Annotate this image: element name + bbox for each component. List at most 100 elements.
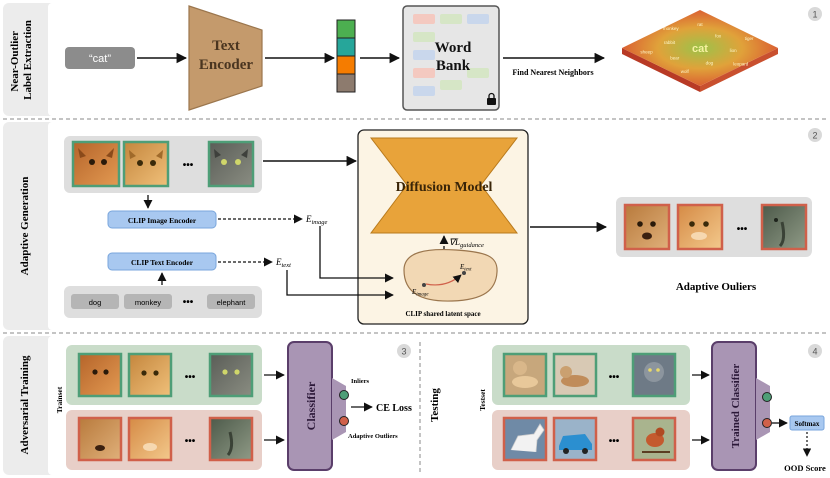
- test-inlier-image-2: [552, 352, 598, 398]
- text-encoder-shape: [188, 5, 263, 111]
- classifier-label: Classifier: [304, 381, 318, 430]
- cat-image-3: [207, 140, 255, 188]
- latent-guidance-arrow: [425, 274, 462, 286]
- e-image-label: Eimage: [305, 214, 328, 226]
- test-outlier-ellipsis: •••: [609, 436, 620, 447]
- word-bank-label-line2: Bank: [436, 58, 471, 74]
- adaptive-outliers-label: Adaptive Outliers: [348, 433, 398, 440]
- word-bank: Word Bank: [402, 5, 500, 111]
- ce-loss-label: CE Loss: [376, 403, 412, 414]
- guidance-label: ∇Lguidance: [449, 237, 484, 249]
- input-cat-box: [65, 47, 135, 69]
- trainset-label: Trainset: [55, 386, 64, 413]
- cat-image-1: [71, 140, 121, 188]
- svg-text:1: 1: [812, 10, 817, 20]
- outlier-image-elephant: [760, 203, 808, 251]
- train-inlier-image-1: [77, 352, 123, 398]
- cat-image-2: [122, 140, 170, 188]
- arrow-eimage-latent: [319, 226, 394, 283]
- text-encoder-label-line2: Encoder: [199, 57, 254, 73]
- latent-point-text: [462, 271, 466, 275]
- classifier-output-head: [332, 378, 346, 440]
- label-chips-ellipsis: •••: [183, 297, 194, 308]
- softmax-box: [789, 415, 825, 431]
- svg-text:2: 2: [812, 131, 817, 141]
- latent-space-blob: [403, 248, 498, 302]
- section-2-title: Adaptive Generation: [19, 177, 31, 276]
- latent-e-image-label: Eimage: [411, 288, 429, 298]
- adaptive-outliers-title: Adaptive Ouliers: [676, 281, 757, 293]
- embedding-cell-3: [336, 55, 356, 75]
- test-inlier-ellipsis: •••: [609, 372, 620, 383]
- lock-icon: [487, 92, 496, 105]
- e-text-label: Etext: [275, 257, 291, 269]
- section-4-title: Testing: [429, 388, 441, 422]
- section-3-number-badge: 3: [397, 344, 411, 358]
- test-inlier-output-node: [762, 392, 772, 402]
- train-outlier-image-1: [77, 416, 123, 462]
- test-outlier-image-bird: [631, 416, 677, 462]
- testset-label: Testset: [478, 389, 487, 411]
- map-word: bear: [670, 56, 680, 61]
- map-word: dog: [706, 60, 714, 65]
- map-word: tiger: [745, 36, 754, 41]
- svg-text:3: 3: [401, 347, 406, 357]
- map-center-word: cat: [692, 43, 708, 55]
- train-inlier-image-2: [127, 352, 173, 398]
- ood-score-label: OOD Score: [784, 463, 826, 473]
- section-1-number-badge: 1: [808, 7, 822, 21]
- outlier-output-node: [339, 416, 349, 426]
- map-word: leopard: [733, 62, 749, 67]
- section-3-title: Adversarial Training: [19, 355, 31, 454]
- trained-classifier-output-head: [756, 378, 770, 440]
- label-chip-elephant: [207, 294, 255, 309]
- train-outlier-image-2: [127, 416, 173, 462]
- label-chip-monkey: [124, 294, 172, 309]
- latent-point-image: [422, 283, 426, 287]
- arrow-etext-latent: [286, 270, 394, 300]
- label-chip-elephant-text: elephant: [217, 298, 247, 307]
- input-cat-label: “cat”: [89, 53, 111, 65]
- map-word: wolf: [681, 69, 690, 74]
- cat-images-ellipsis: •••: [183, 160, 194, 171]
- find-nearest-neighbors-label: Find Nearest Neighbors: [512, 68, 593, 77]
- latent-space-label: CLIP shared latent space: [405, 310, 480, 318]
- section-4-number-badge: 4: [808, 344, 822, 358]
- train-inlier-ellipsis: •••: [185, 372, 196, 383]
- text-encoder-label-line1: Text: [212, 38, 240, 54]
- clip-image-encoder-box: [107, 210, 217, 229]
- clip-text-encoder-box: [107, 252, 217, 271]
- embedding-vector: [336, 19, 356, 93]
- diffusion-model-shape: [369, 137, 519, 234]
- test-inlier-image-3: [631, 352, 677, 398]
- embedding-cell-2: [336, 37, 356, 57]
- clip-text-encoder-label: CLIP Text Encoder: [131, 258, 194, 267]
- map-word: lion: [730, 48, 738, 53]
- map-word: fox: [715, 34, 722, 39]
- train-outlier-image-3: [208, 416, 254, 462]
- test-inlier-image-1: [502, 352, 548, 398]
- label-chip-dog-text: dog: [89, 298, 102, 307]
- test-outlier-output-node: [762, 418, 772, 428]
- test-outlier-image-car: [552, 416, 598, 462]
- embedding-cell-1: [336, 19, 356, 39]
- map-word: rabbit: [664, 40, 676, 45]
- svg-text:4: 4: [812, 347, 817, 357]
- trained-classifier-label: Trained Classifier: [730, 364, 742, 449]
- latent-e-text-label: Etext: [459, 263, 472, 273]
- map-word: monkey: [663, 26, 680, 31]
- section-1-title: Near-Outlier Label Extraction: [9, 20, 34, 100]
- embedding-cell-4: [336, 73, 356, 93]
- outlier-image-monkey: [676, 203, 724, 251]
- train-inlier-image-3: [208, 352, 254, 398]
- train-outlier-ellipsis: •••: [185, 436, 196, 447]
- clip-image-encoder-label: CLIP Image Encoder: [128, 216, 197, 225]
- word-bank-label-line1: Word: [435, 40, 472, 56]
- softmax-label: Softmax: [795, 420, 820, 428]
- test-outlier-image-horse: [502, 416, 548, 462]
- inliers-label: Inliers: [351, 378, 370, 385]
- outlier-images-ellipsis: •••: [737, 224, 748, 235]
